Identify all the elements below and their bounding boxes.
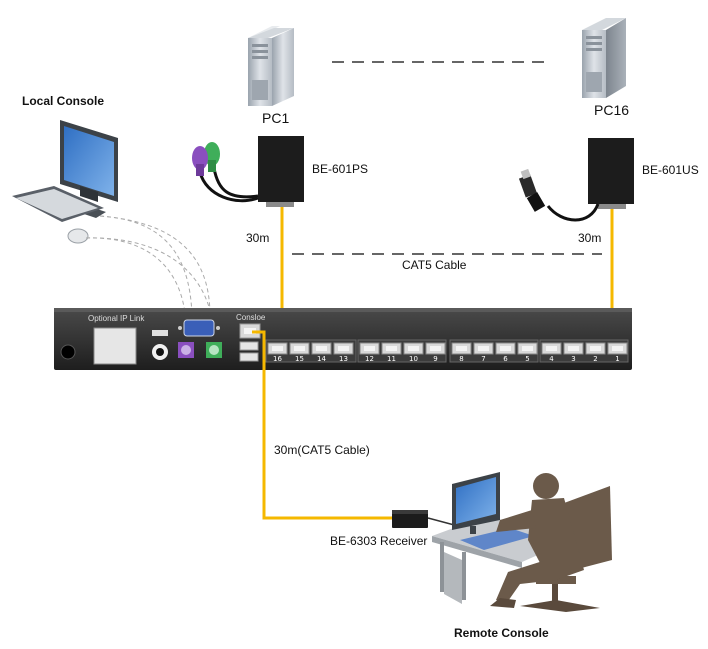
be601ps-extender — [258, 136, 304, 207]
rj45-port-socket — [456, 346, 467, 351]
remote-console-label: Remote Console — [454, 626, 549, 640]
port-number-label: 7 — [481, 355, 486, 363]
port-number-label: 6 — [503, 355, 508, 363]
rj45-port-socket — [294, 346, 305, 351]
server-pc1-icon — [248, 26, 294, 106]
console-port-label: Consloe — [236, 313, 266, 322]
port-number-label: 16 — [273, 355, 282, 363]
distance-left-label: 30m — [246, 231, 270, 245]
rj45-port-socket — [316, 346, 327, 351]
cat5-cable-label: CAT5 Cable — [402, 258, 467, 272]
port-number-label: 10 — [409, 355, 418, 363]
rj45-port-socket — [590, 346, 601, 351]
port-number-label: 8 — [459, 355, 464, 363]
rj45-port-socket — [430, 346, 441, 351]
distance-right-label: 30m — [578, 231, 602, 245]
optional-ip-link-label: Optional IP Link — [88, 314, 145, 323]
be601us-extender — [588, 138, 634, 209]
port-number-label: 5 — [525, 355, 530, 363]
rj45-port-socket — [364, 346, 375, 351]
pc1-label: PC1 — [262, 110, 290, 126]
usb-connector-icon — [518, 168, 600, 222]
port-number-label: 4 — [549, 355, 554, 363]
receiver-label: BE-6303 Receiver — [330, 534, 428, 548]
port-number-label: 12 — [365, 355, 374, 363]
rj45-port-socket — [386, 346, 397, 351]
rj45-port-group — [267, 342, 628, 355]
pc16-label: PC16 — [594, 102, 630, 118]
local-console-label: Local Console — [22, 94, 105, 108]
remote-cable-label: 30m(CAT5 Cable) — [274, 443, 370, 457]
port-number-label: 2 — [593, 355, 598, 363]
rj45-port-socket — [478, 346, 489, 351]
rj45-port-socket — [568, 346, 579, 351]
port-number-label: 9 — [433, 355, 438, 363]
rj45-port-socket — [500, 346, 511, 351]
receiver-icon — [392, 510, 428, 528]
port-number-label: 14 — [317, 355, 326, 363]
cable-remote — [252, 330, 392, 520]
port-number-label: 1 — [615, 355, 620, 363]
port-number-label: 13 — [339, 355, 348, 363]
ps2-connector-icon — [192, 142, 259, 203]
computer-icon — [12, 120, 118, 244]
port-number-label: 11 — [387, 355, 396, 363]
rj45-port-socket — [612, 346, 623, 351]
rj45-port-socket — [272, 346, 283, 351]
rj45-port-socket — [408, 346, 419, 351]
server-pc16-icon — [582, 18, 626, 98]
port-number-label: 3 — [571, 355, 576, 363]
be601us-label: BE-601US — [642, 163, 699, 177]
person-at-desk-icon — [432, 472, 612, 612]
rj45-port-socket — [546, 346, 557, 351]
rj45-port-socket — [522, 346, 533, 351]
port-number-label: 15 — [295, 355, 304, 363]
rj45-port-socket — [338, 346, 349, 351]
be601ps-label: BE-601PS — [312, 162, 369, 176]
